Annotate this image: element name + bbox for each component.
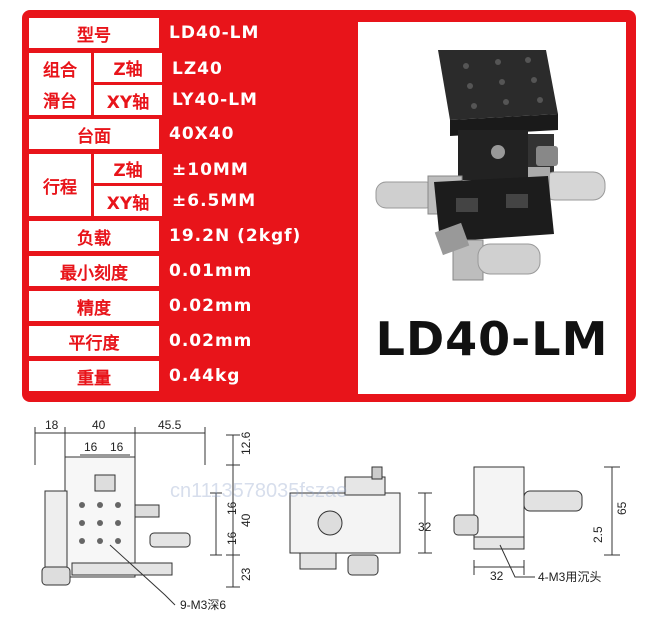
dim-inner-1: 16 bbox=[84, 440, 98, 454]
row-min-scale: 最小刻度 0.01mm bbox=[29, 256, 352, 286]
label-load: 负载 bbox=[29, 221, 159, 251]
label-travel-xy: XY轴 bbox=[94, 186, 162, 216]
label-combo-bottom: 滑台 bbox=[43, 92, 77, 112]
row-precision: 精度 0.02mm bbox=[29, 291, 352, 321]
dim-top-3: 45.5 bbox=[158, 418, 182, 432]
label-travel: 行程 bbox=[29, 154, 91, 216]
row-table-face: 台面 40X40 bbox=[29, 119, 352, 149]
dim-right-3: 16 bbox=[225, 531, 239, 545]
dim-top-1: 18 bbox=[45, 418, 59, 432]
label-parallelism: 平行度 bbox=[29, 326, 159, 356]
dim-right-view-1: 65 bbox=[615, 501, 629, 515]
dim-right-4: 40 bbox=[239, 513, 253, 527]
dim-side: 32 bbox=[418, 520, 432, 534]
row-parallelism: 平行度 0.02mm bbox=[29, 326, 352, 356]
value-travel-z: ±10MM bbox=[172, 159, 249, 180]
dim-top-2: 40 bbox=[92, 418, 106, 432]
dim-right-1: 12.6 bbox=[239, 431, 253, 455]
value-combo-z: LZ40 bbox=[172, 58, 223, 79]
label-weight: 重量 bbox=[29, 361, 159, 391]
dim-right-2: 16 bbox=[225, 501, 239, 515]
label-travel-z: Z轴 bbox=[94, 154, 162, 183]
value-combo-xy: LY40-LM bbox=[172, 89, 258, 110]
row-weight: 重量 0.44kg bbox=[29, 361, 352, 391]
label-precision: 精度 bbox=[29, 291, 159, 321]
label-combo-top: 组合 bbox=[43, 61, 77, 81]
row-load: 负载 19.2N (2kgf) bbox=[29, 221, 352, 251]
callout-left: 9-M3深6 bbox=[180, 598, 226, 612]
label-min-scale: 最小刻度 bbox=[29, 256, 159, 286]
value-table-face: 40X40 bbox=[169, 124, 235, 144]
label-table-face: 台面 bbox=[29, 119, 159, 149]
product-model-label: LD40-LM bbox=[375, 312, 609, 366]
combo-sublabels: Z轴 XY轴 bbox=[94, 53, 162, 115]
dim-right-5: 23 bbox=[239, 567, 253, 581]
dim-right-view-3: 32 bbox=[490, 569, 504, 583]
label-combo-z: Z轴 bbox=[94, 53, 162, 82]
row-model: 型号 LD40-LM bbox=[29, 18, 352, 48]
dim-inner-2: 16 bbox=[110, 440, 124, 454]
value-min-scale: 0.01mm bbox=[169, 261, 253, 281]
label-combo-xy: XY轴 bbox=[94, 85, 162, 115]
product-stage-illustration bbox=[375, 50, 606, 281]
dim-right-view-2: 2.5 bbox=[591, 526, 605, 543]
value-precision: 0.02mm bbox=[169, 296, 253, 316]
travel-sublabels: Z轴 XY轴 bbox=[94, 154, 162, 216]
label-combo-group: 组合 滑台 bbox=[29, 53, 91, 115]
row-combo: 组合 滑台 Z轴 XY轴 LZ40 LY40-LM bbox=[29, 53, 352, 115]
value-weight: 0.44kg bbox=[169, 366, 241, 386]
technical-drawings: 18 40 45.5 16 16 12.6 16 16 40 23 32 65 … bbox=[34, 418, 629, 612]
value-parallelism: 0.02mm bbox=[169, 331, 253, 351]
label-model: 型号 bbox=[29, 18, 159, 48]
value-model: LD40-LM bbox=[169, 23, 260, 43]
row-travel: 行程 Z轴 XY轴 ±10MM ±6.5MM bbox=[29, 154, 352, 216]
dimension-labels: 18 40 45.5 16 16 12.6 16 16 40 23 32 65 … bbox=[45, 418, 629, 612]
callout-right: 4-M3用沉头 bbox=[538, 570, 601, 584]
value-load: 19.2N (2kgf) bbox=[169, 226, 302, 246]
travel-values: ±10MM ±6.5MM bbox=[162, 154, 256, 216]
value-travel-xy: ±6.5MM bbox=[172, 190, 257, 211]
product-photo-box: LD40-LM bbox=[358, 22, 626, 394]
combo-values: LZ40 LY40-LM bbox=[162, 53, 258, 115]
